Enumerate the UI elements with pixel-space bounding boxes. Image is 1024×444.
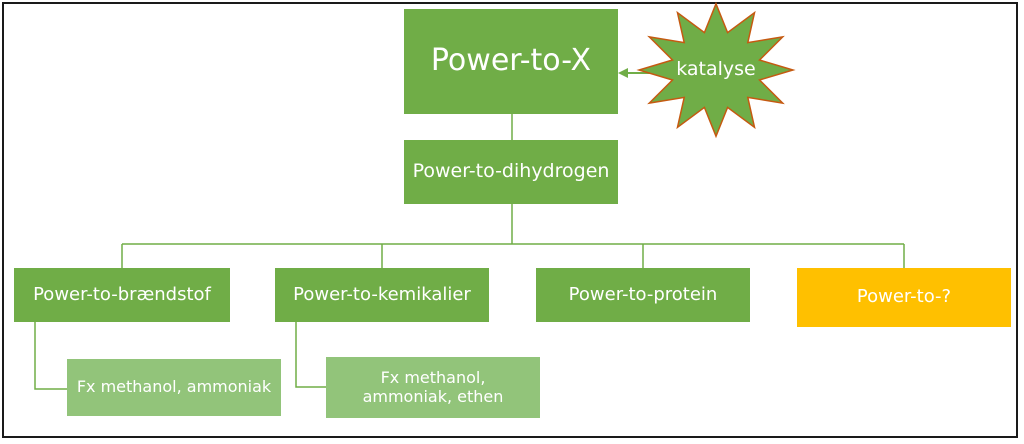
- example-node-label: Fx methanol, ammoniak, ethen: [362, 368, 504, 406]
- branch-node-braendstof: Power-to-brændstof: [14, 268, 230, 322]
- example-node-braendstof: Fx methanol, ammoniak: [67, 359, 281, 416]
- root-node-label: Power-to-X: [430, 43, 592, 79]
- branch-node-label: Power-to-kemikalier: [293, 283, 471, 305]
- branch-node-kemikalier: Power-to-kemikalier: [275, 268, 489, 322]
- catalyst-arrow-head: [618, 68, 628, 78]
- root-node: Power-to-X: [404, 9, 618, 114]
- diagram-frame: [2, 2, 1018, 438]
- example-node-kemikalier: Fx methanol, ammoniak, ethen: [326, 357, 540, 418]
- branch-node-label: Power-to-?: [856, 286, 952, 308]
- branch-node-label: Power-to-brændstof: [33, 283, 211, 305]
- catalyst-starburst-shape: [636, 1, 796, 139]
- connector-elbow-2: [295, 322, 326, 388]
- branch-node-label: Power-to-protein: [568, 283, 718, 305]
- example-node-label: Fx methanol, ammoniak: [76, 377, 272, 397]
- connector-elbow-1: [34, 322, 67, 390]
- hub-node-label: Power-to-dihydrogen: [412, 160, 610, 183]
- branch-node-protein: Power-to-protein: [536, 268, 750, 322]
- hub-node: Power-to-dihydrogen: [404, 140, 618, 204]
- branch-node-unknown: Power-to-?: [797, 268, 1011, 327]
- catalyst-label: katalyse: [676, 58, 756, 80]
